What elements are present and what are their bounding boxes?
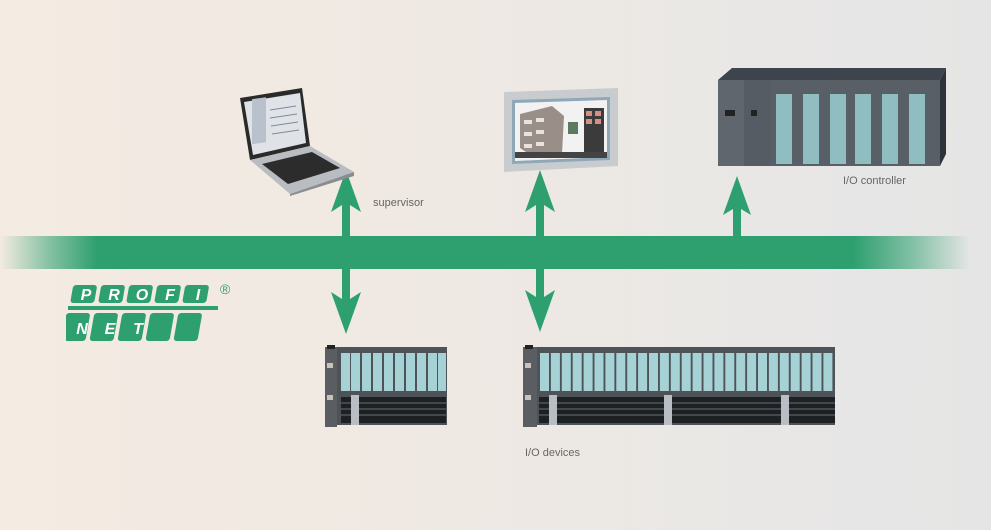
logo-letter: I (196, 287, 201, 304)
logo-letter: E (105, 321, 117, 338)
io-module (779, 353, 789, 391)
registered-mark: ® (220, 281, 231, 297)
io-module (659, 353, 669, 391)
io-module (790, 353, 800, 391)
profinet-bus (0, 236, 970, 269)
io-module (627, 353, 637, 391)
arrow-hmi-down (525, 269, 555, 332)
io-module (681, 353, 691, 391)
io-module (649, 353, 658, 391)
io-module (561, 353, 571, 391)
io-module (747, 353, 757, 391)
logo-letter: O (136, 287, 149, 304)
io-module (670, 353, 680, 391)
laptop-icon (240, 88, 354, 196)
arrow-supervisor-up (331, 170, 361, 236)
io-module (758, 353, 767, 391)
io-device-small-icon (325, 345, 447, 427)
arrow-hmi-up (525, 170, 555, 236)
arrow-controller-up (723, 176, 751, 236)
io-module (583, 353, 593, 391)
plc-controller-icon (718, 68, 946, 166)
io-controller-label: I/O controller (843, 175, 906, 187)
io-module (616, 353, 626, 391)
io-module (714, 353, 724, 391)
io-module (823, 353, 833, 391)
profinet-logo: P R O F I N E T ® (61, 281, 238, 345)
io-devices-label: I/O devices (525, 447, 581, 459)
io-module (812, 353, 822, 391)
io-module (605, 353, 615, 391)
io-module (540, 353, 549, 391)
io-module (692, 353, 702, 391)
io-module (725, 353, 735, 391)
io-module (703, 353, 713, 391)
io-module (594, 353, 604, 391)
logo-letter: F (165, 287, 176, 304)
io-module (736, 353, 746, 391)
io-module (801, 353, 811, 391)
logo-letter: R (108, 287, 120, 304)
hmi-panel-icon (504, 88, 618, 172)
arrow-supervisor-down (331, 269, 361, 334)
logo-letter: T (133, 321, 144, 338)
io-module (768, 353, 778, 391)
io-module (550, 353, 560, 391)
supervisor-label: supervisor (373, 197, 424, 209)
io-device-large-icon (523, 345, 835, 427)
io-module (638, 353, 648, 391)
logo-letter: N (76, 321, 88, 338)
logo-letter: P (81, 287, 92, 304)
io-module (572, 353, 582, 391)
